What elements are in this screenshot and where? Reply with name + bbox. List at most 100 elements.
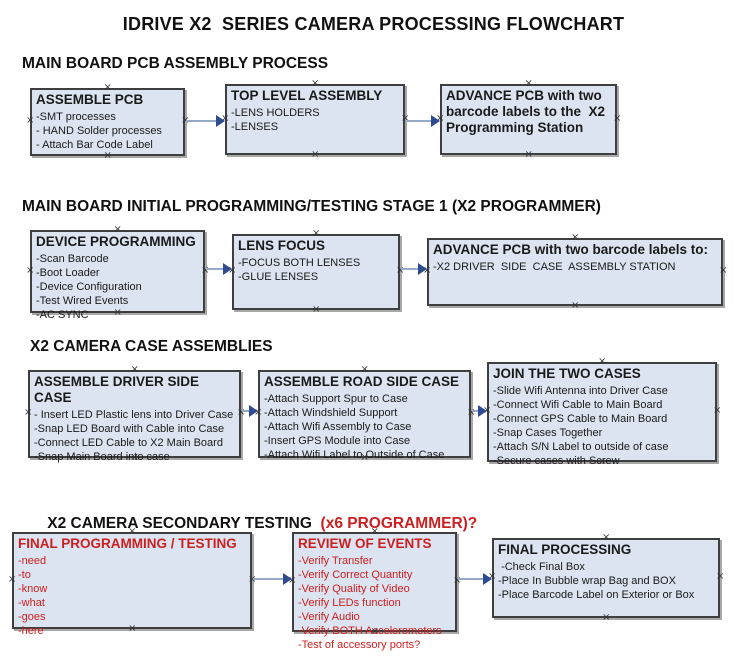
arrowhead-icon — [283, 573, 292, 585]
box-item: -Test Wired Events — [36, 295, 129, 307]
arrowhead-icon — [249, 405, 258, 417]
flow-box-assemble-driver-side[interactable]: ASSEMBLE DRIVER SIDE CASE - Insert LED P… — [24, 365, 245, 464]
box-item: - Attach Bar Code Label — [36, 139, 153, 151]
connection-handle-icon: × — [716, 571, 725, 582]
box-item: -Place Barcode Label on Exterior or Box — [498, 589, 695, 601]
box-item: -Attach Wifi Assembly to Case — [264, 421, 412, 433]
box-item: -Secure cases with Screw — [493, 455, 620, 467]
connection-handle-icon: × — [613, 112, 622, 124]
box-item: -Snap Main Board into case — [34, 451, 170, 463]
box-item: -LENS HOLDERS — [231, 107, 320, 119]
flow-box-join-two-cases[interactable]: JOIN THE TWO CASES -Slide Wifi Antenna i… — [483, 357, 721, 468]
connection-handle-icon: × — [598, 356, 607, 367]
section-header-case-assemblies: X2 CAMERA CASE ASSEMBLIES — [30, 338, 273, 355]
box-title: ASSEMBLE ROAD SIDE CASE — [264, 374, 460, 389]
flow-box-assemble-pcb[interactable]: ASSEMBLE PCB -SMT processes - HAND Solde… — [26, 83, 189, 161]
connection-handle-icon: × — [524, 149, 533, 160]
box-title: JOIN THE TWO CASES — [493, 366, 641, 381]
connection-handle-icon: × — [311, 78, 320, 89]
flow-box-assemble-road-side[interactable]: ASSEMBLE ROAD SIDE CASE -Attach Support … — [254, 365, 475, 463]
connector-arrow — [205, 263, 232, 275]
box-item: -need — [18, 555, 47, 567]
box-item: -Slide Wifi Antenna into Driver Case — [493, 385, 668, 397]
box-title: FINAL PROCESSING — [498, 542, 632, 557]
section-header-pcb-assembly: MAIN BOARD PCB ASSEMBLY PROCESS — [22, 55, 329, 72]
connection-handle-icon: × — [524, 78, 533, 89]
box-item: -Connect LED Cable to X2 Main Board — [34, 437, 223, 449]
connection-handle-icon: × — [360, 364, 369, 375]
box-item: - Insert LED Plastic lens into Driver Ca… — [34, 409, 234, 421]
box-item: -Snap LED Board with Cable into Case — [34, 423, 225, 435]
connection-handle-icon: × — [26, 115, 35, 126]
box-item: -AC SYNC — [36, 309, 89, 321]
box-title: TOP LEVEL ASSEMBLY — [231, 88, 383, 103]
connection-handle-icon: × — [8, 573, 17, 585]
box-item: -Scan Barcode — [36, 253, 109, 265]
box-title: ADVANCE PCB with two barcode labels to: — [433, 242, 709, 257]
flow-box-review-of-events[interactable]: REVIEW OF EVENTS -Verify Transfer -Verif… — [288, 527, 461, 652]
box-item: -Verify Transfer — [298, 555, 373, 567]
box-title: FINAL PROGRAMMING / TESTING — [18, 536, 237, 551]
box-item: -Place In Bubble wrap Bag and BOX — [498, 575, 676, 587]
arrowhead-icon — [216, 115, 225, 127]
box-item: -Attach Support Spur to Case — [264, 393, 408, 405]
box-item: -what — [18, 597, 45, 609]
arrowhead-icon — [483, 573, 492, 585]
section-header-black-part: X2 CAMERA SECONDARY TESTING — [47, 515, 317, 532]
connector-arrow — [405, 115, 440, 127]
box-item: -Attach S/N Label to outside of case — [493, 441, 669, 453]
box-item: -goes — [18, 611, 46, 623]
connection-handle-icon: × — [26, 264, 35, 276]
box-item: -Boot Loader — [36, 267, 100, 279]
connector-arrow — [241, 405, 258, 417]
connection-handle-icon: × — [103, 150, 112, 161]
connection-handle-icon: × — [113, 224, 122, 235]
section-header-red-part: (x6 PROGRAMMER)? — [316, 515, 478, 532]
connection-handle-icon: × — [312, 304, 321, 315]
box-item: -to — [18, 569, 31, 581]
connection-handle-icon: × — [311, 149, 320, 160]
box-item: -Connect Wifi Cable to Main Board — [493, 399, 663, 411]
box-title: ASSEMBLE PCB — [36, 92, 144, 107]
box-item: -Check Final Box — [498, 561, 585, 573]
flow-box-device-programming[interactable]: DEVICE PROGRAMMING -Scan Barcode -Boot L… — [26, 225, 209, 322]
flow-box-final-processing[interactable]: FINAL PROCESSING -Check Final Box -Place… — [488, 533, 724, 623]
box-title: REVIEW OF EVENTS — [298, 536, 432, 551]
flow-box-advance-pcb-driver[interactable]: ADVANCE PCB with two barcode labels to: … — [423, 233, 727, 311]
connection-handle-icon: × — [719, 265, 728, 276]
connection-handle-icon: × — [571, 232, 580, 243]
box-title: LENS FOCUS — [238, 238, 326, 253]
box-item: -LENSES — [231, 121, 279, 133]
box-item: -Verify BOTH Accelerometers — [298, 625, 442, 637]
box-item: -X2 DRIVER SIDE CASE ASSEMBLY STATION — [433, 261, 676, 273]
connection-handle-icon: × — [713, 405, 722, 416]
section-header-initial-programming: MAIN BOARD INITIAL PROGRAMMING/TESTING S… — [22, 198, 601, 215]
box-item: -Device Configuration — [36, 281, 142, 293]
connection-handle-icon: × — [130, 364, 139, 375]
arrowhead-icon — [418, 263, 427, 275]
connector-arrow — [457, 573, 492, 585]
box-item: -Verify LEDs function — [298, 597, 401, 609]
box-item: -Attach Wifi Label to Outside of Case — [264, 449, 445, 461]
box-title: DEVICE PROGRAMMING — [36, 234, 196, 249]
connection-handle-icon: × — [312, 228, 321, 239]
connector-arrow — [252, 573, 292, 585]
arrowhead-icon — [478, 405, 487, 417]
box-item: -Verify Quality of Video — [298, 583, 410, 595]
flow-box-final-programming[interactable]: FINAL PROGRAMMING / TESTING -need -to -k… — [8, 527, 256, 638]
flow-box-lens-focus[interactable]: LENS FOCUS -FOCUS BOTH LENSES -GLUE LENS… — [228, 229, 404, 315]
flow-box-advance-pcb-station[interactable]: ADVANCE PCB with two barcode labels to t… — [436, 79, 621, 160]
section-header-secondary-testing: X2 CAMERA SECONDARY TESTING (x6 PROGRAMM… — [30, 497, 477, 551]
flow-box-top-level-assembly[interactable]: TOP LEVEL ASSEMBLY -LENS HOLDERS -LENSES… — [221, 79, 409, 160]
box-item: -know — [18, 583, 48, 595]
box-item: -Attach Windshield Support — [264, 407, 398, 419]
box-item: - HAND Solder processes — [36, 125, 162, 137]
connector-arrow — [185, 115, 225, 127]
box-item: -SMT processes — [36, 111, 116, 123]
connection-handle-icon: × — [571, 300, 580, 311]
connection-handle-icon: × — [602, 612, 611, 623]
page-title: IDRIVE X2 SERIES CAMERA PROCESSING FLOWC… — [122, 14, 625, 34]
connection-handle-icon: × — [24, 407, 33, 418]
box-item: -Snap Cases Together — [493, 427, 603, 439]
connection-handle-icon: × — [103, 82, 112, 93]
